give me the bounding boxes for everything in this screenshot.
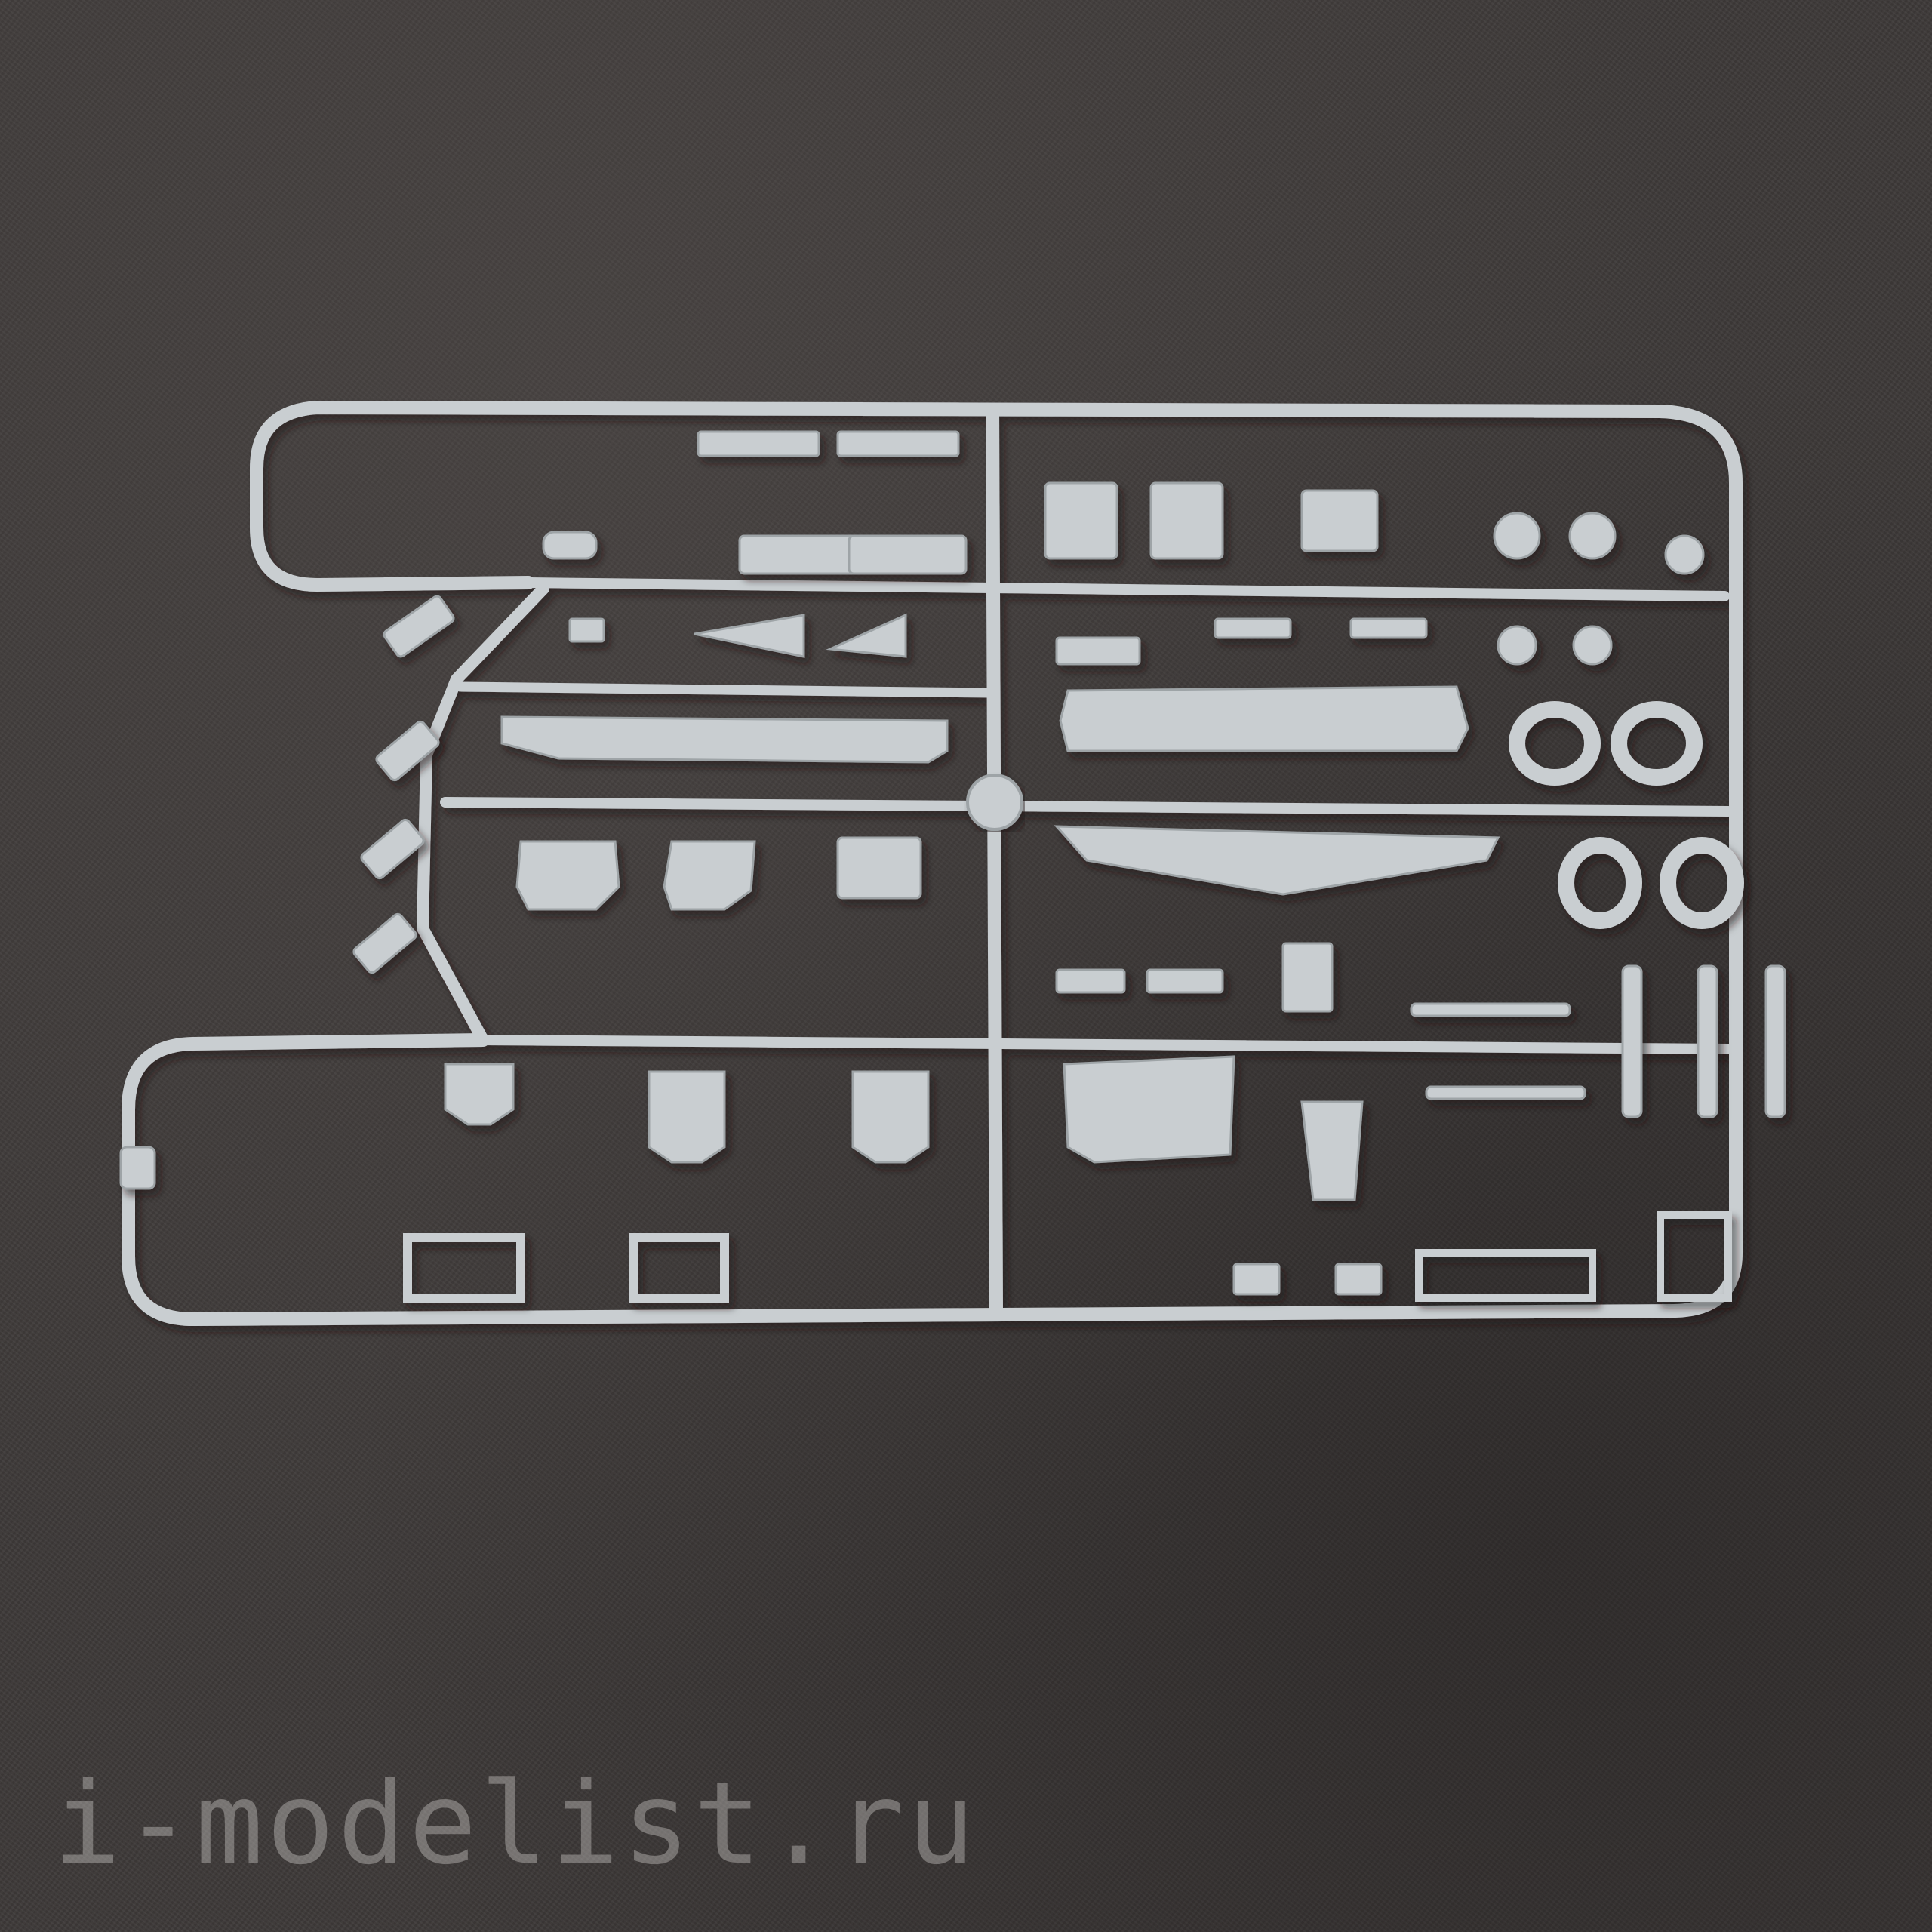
part-tire (1509, 701, 1601, 786)
part-radiator (1044, 481, 1118, 560)
part-frame (629, 1233, 729, 1303)
part-plate (1055, 968, 1126, 994)
part-tire (1611, 701, 1703, 786)
part-wheel-hub (1497, 625, 1537, 666)
part-cowling (1063, 1055, 1235, 1164)
part-bracket (1349, 617, 1428, 639)
sprue-runner-h1 (523, 577, 1730, 601)
part-rod (1425, 1085, 1586, 1100)
part-frame (1657, 1211, 1732, 1302)
part-frame-small (1334, 1263, 1383, 1296)
part-shield (663, 840, 756, 911)
part-wing-flap (694, 614, 805, 658)
part-grille (836, 836, 922, 900)
part-tab (119, 1146, 156, 1190)
sprue-runner-h3 (440, 797, 1734, 817)
part-wing-flap (826, 613, 907, 658)
part-seat-frame (738, 534, 858, 575)
part-frame-small (1232, 1263, 1281, 1296)
part-wheel-hub (1568, 512, 1617, 560)
part-bracket (836, 430, 960, 457)
part-comb (383, 595, 455, 658)
part-shield (515, 840, 620, 911)
part-seat (1300, 1100, 1364, 1201)
part-bracket (697, 430, 820, 457)
part-comb (375, 720, 440, 782)
part-long-panel (500, 715, 949, 764)
part-rod (1410, 1002, 1571, 1017)
part-comb (360, 818, 425, 880)
part-block (1300, 489, 1379, 552)
part-bracket (1055, 636, 1141, 666)
part-wheel-hub (1572, 625, 1613, 666)
part-fork (444, 1063, 515, 1126)
part-strut (1621, 964, 1643, 1118)
part-plate (1281, 942, 1334, 1013)
part-spar (1054, 825, 1500, 896)
part-bracket (1214, 617, 1292, 639)
part-comb (352, 912, 417, 974)
part-tire (1660, 837, 1744, 929)
part-strut (1764, 964, 1786, 1118)
part-frame (1415, 1249, 1596, 1302)
part-wheel-hub (1493, 512, 1541, 560)
part-fuselage-panel (1059, 685, 1469, 752)
part-seat-frame (848, 534, 968, 575)
part-handle (542, 531, 598, 560)
part-tire (1558, 837, 1642, 929)
part-box (568, 617, 605, 643)
sprue-runner-outer (122, 401, 1743, 1327)
part-fork (851, 1070, 930, 1164)
sprue-runner-h2 (455, 681, 994, 698)
part-wheel-hub (1664, 534, 1705, 575)
part-strut (1697, 964, 1718, 1118)
part-plate (1146, 968, 1224, 994)
sprue-runner-h4 (478, 1035, 1734, 1054)
sprue-hub (966, 774, 1023, 831)
watermark-text: i-modelist.ru (53, 1758, 978, 1890)
sprue-runner-center (986, 405, 1003, 1318)
part-frame (403, 1233, 525, 1303)
part-radiator (1149, 481, 1224, 560)
part-fork (648, 1070, 726, 1164)
sprue-runner-diagonal (417, 583, 549, 1046)
